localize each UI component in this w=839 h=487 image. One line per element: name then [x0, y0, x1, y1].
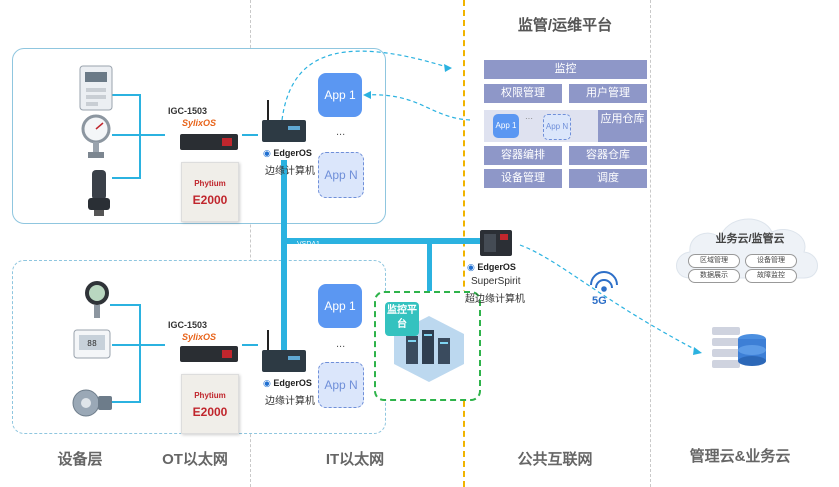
arrowhead-3 [693, 347, 702, 355]
submersible-pump-icon [88, 170, 110, 216]
phytium-model-top: E2000 [192, 193, 228, 207]
arrowhead-2 [363, 91, 371, 99]
divider-internet-cloud [650, 0, 651, 487]
storage-icon [712, 327, 766, 368]
app-ellipsis-bottom: ... [336, 338, 346, 350]
app-n-top[interactable]: App N [318, 152, 364, 198]
superspirit-name: SuperSpirit [471, 276, 521, 287]
phytium-chip-bottom: Phytium E2000 [181, 374, 239, 434]
igc-device-icon-bottom [180, 346, 238, 362]
phytium-chip-top: Phytium E2000 [181, 162, 239, 222]
line-blower [112, 345, 141, 403]
hygrometer-icon: 88 [73, 329, 111, 359]
igc-device-icon [180, 134, 238, 150]
cloud-tag-fault: 故障监控 [745, 269, 797, 283]
edgeros-text-bottom: EdgerOS [273, 378, 312, 388]
platform-monitor[interactable]: 监控 [484, 60, 647, 79]
ot-backbone-vertical [281, 160, 287, 360]
edgeros-logo-bottom: ◉ EdgerOS [263, 378, 312, 388]
phytium-brand-top: Phytium [194, 179, 226, 188]
phytium-model-bottom: E2000 [192, 405, 228, 419]
sylixos-logo-bottom: SylixOS [182, 332, 217, 342]
platform-app-repo[interactable]: 应用仓库 [598, 110, 647, 142]
zone-label-cloud: 管理云&业务云 [689, 448, 791, 465]
platform-user[interactable]: 用户管理 [569, 84, 647, 103]
vlan-label: VSDA1 [297, 241, 320, 248]
divider-ot-it [250, 0, 251, 487]
arrow-platform-to-app [364, 94, 471, 121]
platform-schedule[interactable]: 调度 [569, 169, 647, 188]
chip-label-top: IGC-1503 [168, 106, 208, 116]
platform-device-mgmt[interactable]: 设备管理 [484, 169, 562, 188]
arrowhead-1 [444, 64, 452, 72]
edge-computer-label-bottom: 边缘计算机 [265, 396, 315, 407]
edgeros-text-super: EdgerOS [477, 262, 516, 272]
line-pump [112, 135, 141, 179]
platform-container-repo[interactable]: 容器仓库 [569, 146, 647, 165]
platform-permission[interactable]: 权限管理 [484, 84, 562, 103]
edge-computer-label-top: 边缘计算机 [265, 166, 315, 177]
platform-title: 监管/运维平台 [517, 17, 613, 34]
cloud-tag-data: 数据展示 [688, 269, 740, 283]
zone-label-ot: OT以太网 [162, 451, 228, 468]
link-to-monitor-platform [427, 240, 432, 295]
it-backbone-horizontal [284, 238, 480, 244]
platform-app-n[interactable]: App N [543, 114, 571, 140]
edgeros-text-top: EdgerOS [273, 148, 312, 158]
cloud-tag-device: 设备管理 [745, 254, 797, 268]
zone-label-it: IT以太网 [325, 451, 385, 468]
ring-blower-icon [72, 389, 112, 417]
digital-pressure-gauge-icon [85, 281, 109, 318]
edge-computer-icon-top [262, 100, 306, 142]
electric-meter-icon [79, 65, 113, 111]
cloud-title: 业务云/监管云 [715, 233, 785, 245]
edgeros-logo-super: ◉ EdgerOS [467, 262, 516, 272]
arrow-edge-to-platform [281, 50, 451, 121]
superspirit-server-icon [480, 230, 512, 256]
platform-app-ellipsis: ··· [525, 114, 533, 123]
arrow-super-to-cloud [519, 244, 701, 353]
chip-label-bottom: IGC-1503 [168, 320, 208, 330]
app-1-top[interactable]: App 1 [318, 73, 362, 117]
svg-text:88: 88 [87, 339, 97, 348]
monitor-platform-badge: 监控平台 [385, 302, 419, 336]
app-ellipsis-top: ... [336, 126, 346, 138]
edgeros-logo-top: ◉ EdgerOS [263, 148, 312, 158]
cloud-tag-region: 区域管理 [688, 254, 740, 268]
zone-label-internet: 公共互联网 [517, 451, 593, 468]
line-pressure [110, 304, 165, 346]
pressure-gauge-icon [81, 114, 111, 158]
platform-container-orchestration[interactable]: 容器编排 [484, 146, 562, 165]
zone-label-device: 设备层 [57, 451, 103, 468]
line-meter [112, 94, 165, 136]
app-1-bottom[interactable]: App 1 [318, 284, 362, 328]
platform-app-1[interactable]: App 1 [493, 114, 519, 138]
edge-computer-icon-bottom [262, 330, 306, 372]
fiveg-label: 5G [592, 295, 607, 307]
sylixos-logo-top: SylixOS [182, 118, 217, 128]
app-n-bottom[interactable]: App N [318, 362, 364, 408]
phytium-brand-bottom: Phytium [194, 391, 226, 400]
superspirit-label: 超边缘计算机 [465, 294, 525, 305]
fiveg-waves [590, 271, 618, 292]
